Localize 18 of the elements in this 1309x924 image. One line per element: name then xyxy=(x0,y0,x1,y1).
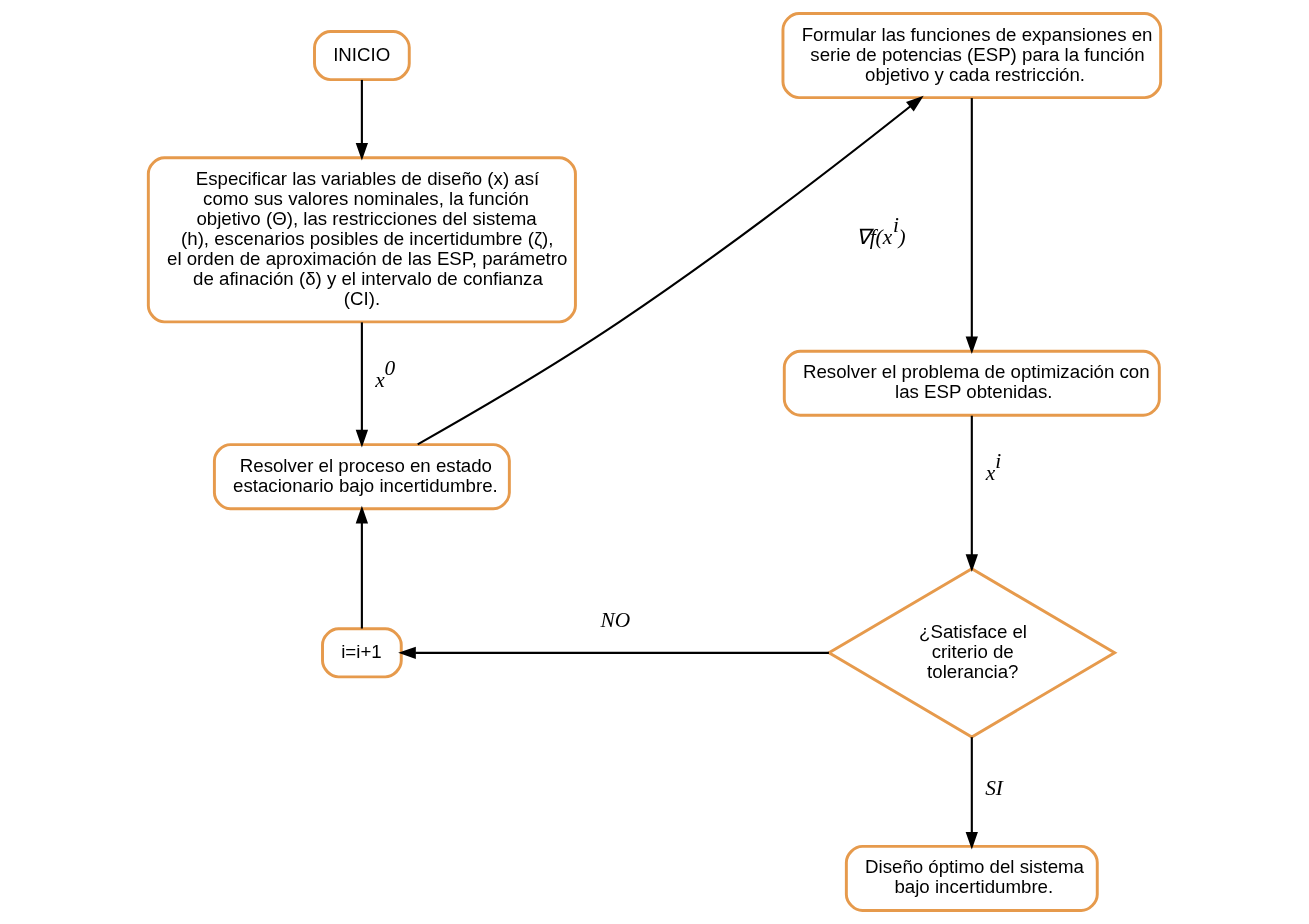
node-box: Especificar las variables de diseño (x) así como sus valores nominales, la función objetivo (Θ), las restricciones del sistema (h), escenarios posibles de incertidumbre (ζ), el orden de aproximación de las ESP, parámetro de afinación (δ) y el intervalo de confianza (CI). xyxy=(146,156,577,324)
edge-label: NO xyxy=(600,608,631,633)
arrow xyxy=(355,505,369,629)
arrow xyxy=(398,646,829,660)
arrow xyxy=(965,737,978,850)
node-box: Resolver el problema de optimización con las ESP obtenidas. xyxy=(782,349,1161,417)
node-box: Formular las funciones de expansiones en serie de potencias (ESP) para la función objetivo y cada restricción. xyxy=(781,12,1163,100)
arrow xyxy=(965,98,978,355)
node-box: INICIO xyxy=(313,30,411,82)
node-diamond: ¿Satisface el criterio de tolerancia? xyxy=(826,567,1118,739)
arrow xyxy=(355,322,369,448)
edge-label: SI xyxy=(985,776,1003,801)
node-box: Diseño óptimo del sistema bajo incertidumbre. xyxy=(844,844,1099,912)
arrow xyxy=(417,95,924,446)
node-box: Resolver el proceso en estado estacionario bajo incertidumbre. xyxy=(212,443,511,511)
node-box: i=i+1 xyxy=(321,627,403,679)
arrow xyxy=(355,79,369,161)
arrow xyxy=(965,415,978,572)
